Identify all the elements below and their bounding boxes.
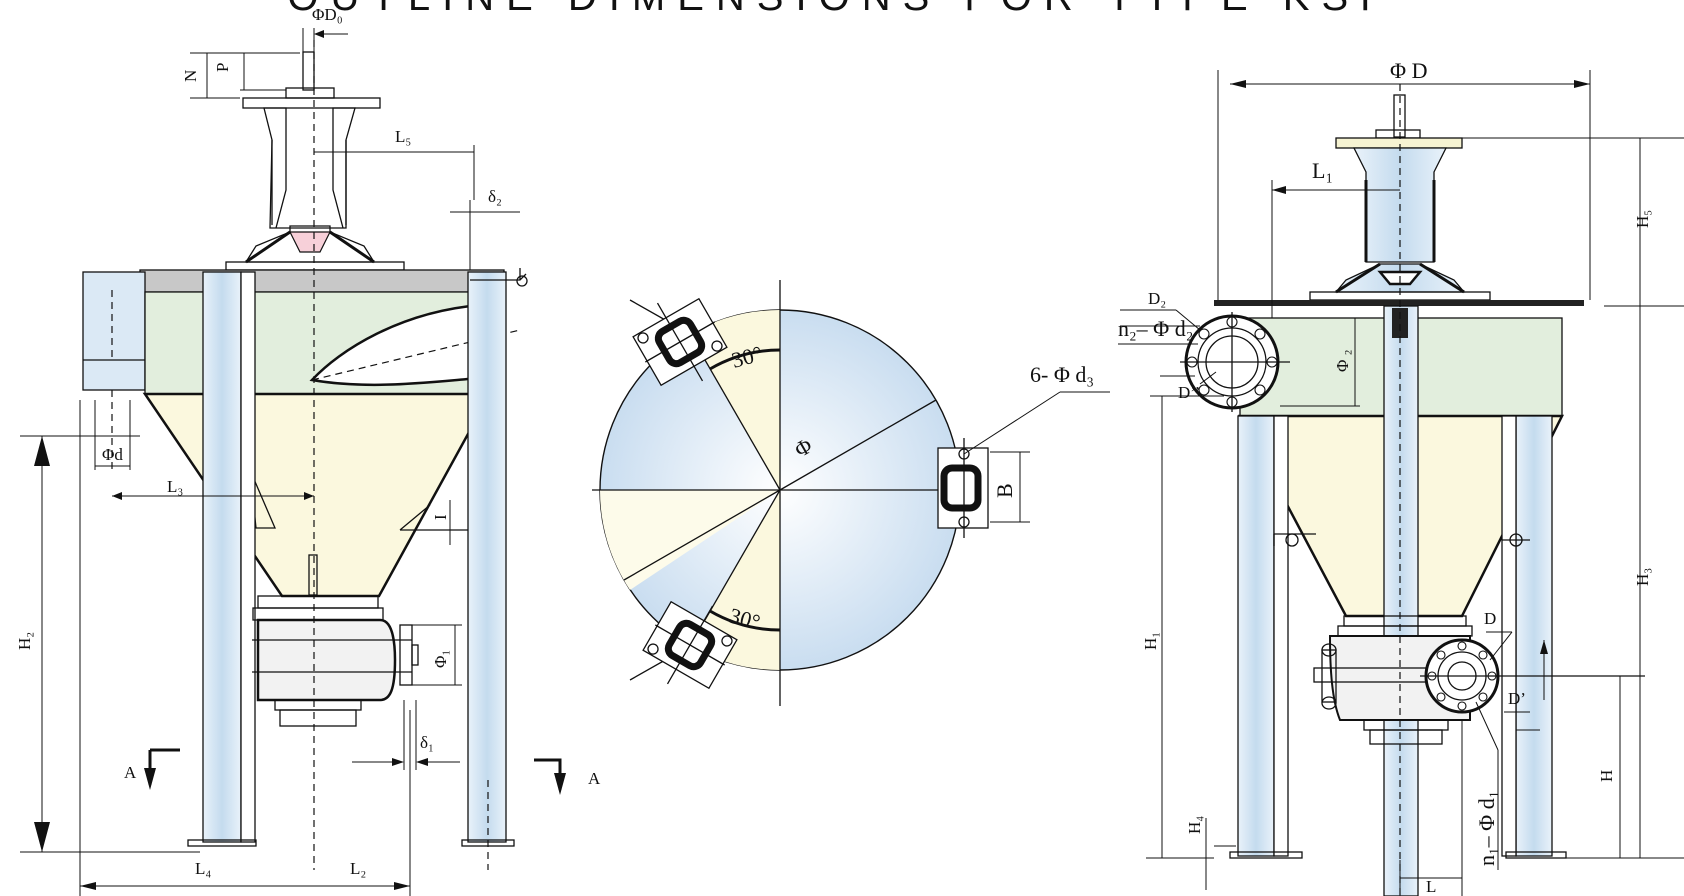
label-phid: Φd	[102, 445, 123, 464]
label-phiD0: ΦD₀	[312, 5, 343, 24]
label-phi2: Φ ₂	[1333, 349, 1352, 372]
label-D2: D₂	[1148, 289, 1166, 308]
label-L4: L₄	[195, 859, 211, 878]
label-bolt-holes: 6- Φ d₃	[1030, 362, 1094, 387]
label-L3: L₃	[167, 477, 183, 496]
label-H: H	[1597, 770, 1616, 782]
label-L2: L₂	[350, 859, 366, 878]
label-H3: H₃	[1633, 568, 1652, 586]
label-D-prime: D’	[1508, 689, 1526, 708]
front-view: ΦD₀ N P L₅ δ₂ Φd L₃ H₂	[15, 5, 601, 896]
label-section-a-right: A	[588, 769, 601, 788]
drawing-title: OUTLINE DIMENSIONS FOR TYPE KSF	[287, 0, 1396, 19]
label-n2-phid2: n₂– Φ d₂	[1118, 316, 1193, 341]
label-delta1: δ₁	[420, 733, 434, 752]
label-P: P	[213, 63, 232, 72]
flange-bolts-bottom	[1427, 641, 1497, 711]
label-tick-i: I	[431, 514, 450, 520]
label-B: B	[992, 483, 1017, 498]
label-D: D	[1484, 609, 1496, 628]
label-phi1: Φ₁	[431, 650, 450, 668]
label-N: N	[181, 70, 200, 82]
label-H5: H₅	[1633, 210, 1652, 228]
label-delta2: δ₂	[488, 187, 502, 206]
label-L1: L₁	[1312, 158, 1333, 183]
label-D-double-prime: D’’	[1178, 383, 1200, 402]
label-L5: L₅	[395, 127, 411, 146]
label-n1-phid1: n₁– Φ d₁	[1474, 791, 1499, 866]
side-view: Φ D L₁ H₅ H₃ D₂ n₂– Φ d₂ D’’ Φ ₂ H₁	[1118, 58, 1684, 896]
label-H2: H₂	[15, 632, 34, 650]
label-H4: H₄	[1185, 816, 1204, 834]
label-phiD: Φ D	[1390, 58, 1427, 83]
label-H1: H₁	[1141, 632, 1160, 650]
label-section-a-left: A	[124, 763, 137, 782]
top-view: 30° 30° Φ	[592, 280, 1110, 706]
label-L: L	[1426, 877, 1436, 896]
